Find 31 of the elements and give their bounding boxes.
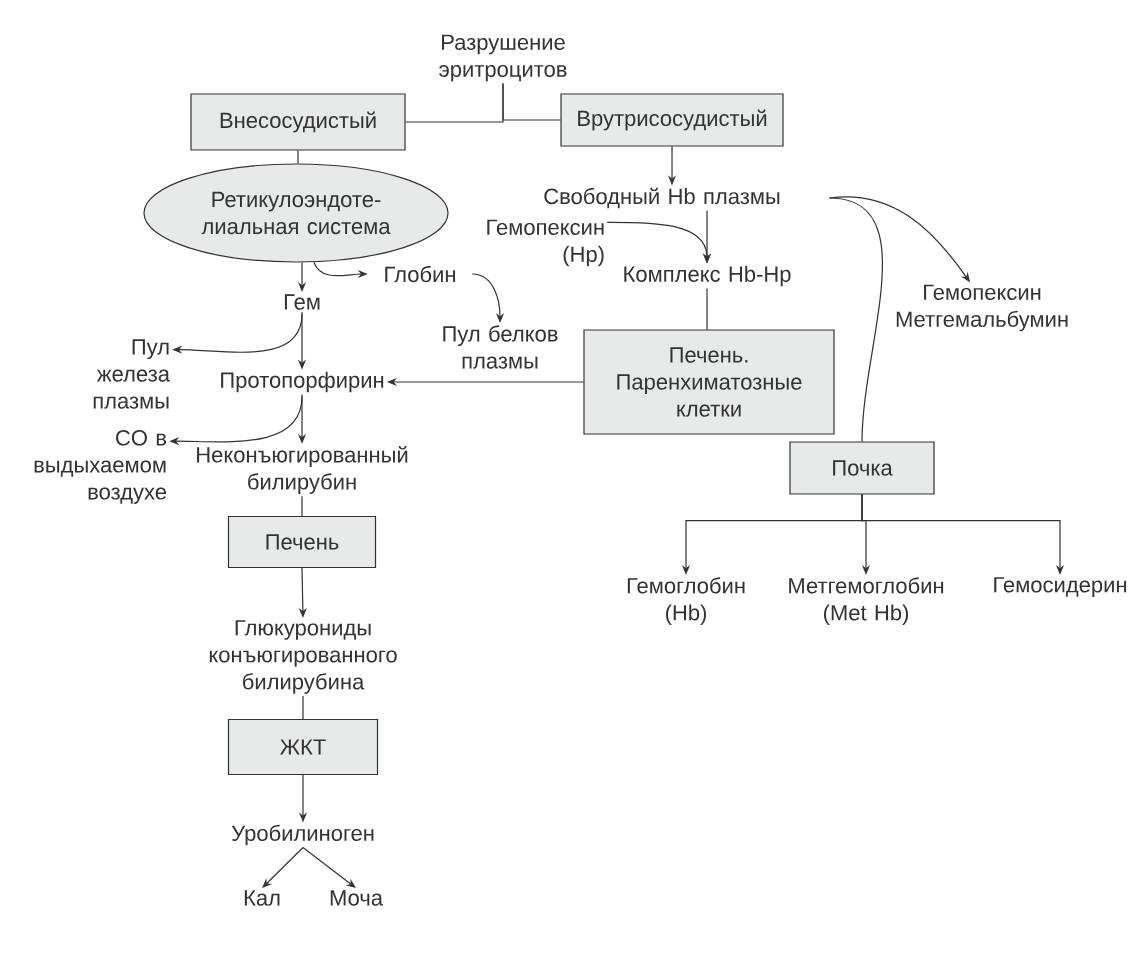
connector-line	[297, 150, 299, 164]
node-label: Моча	[330, 890, 384, 906]
node-label: Протопорфирин	[221, 371, 384, 393]
connector-line	[502, 82, 561, 121]
node-label: Гемопексин Метгемальбумин	[896, 284, 1068, 332]
process-box: Врутрисосудистый	[560, 93, 784, 147]
connector-line	[828, 197, 883, 442]
connector-line	[706, 287, 708, 330]
process-box: Печень	[227, 515, 377, 569]
process-box: ЖКТ	[227, 718, 379, 776]
node-label: Гемоглобин (Hb)	[627, 577, 745, 625]
node-label: Гемопексин (Hp)	[487, 219, 604, 267]
node-label: Неконъюгированный билирубин	[197, 446, 408, 494]
node-label: Пул железа плазмы	[93, 339, 170, 409]
process-box: Внесосудистый	[190, 93, 406, 151]
process-box: Почка	[789, 441, 935, 495]
node-label: Пул белков плазмы	[443, 325, 558, 369]
node-label: Разрушение эритроцитов	[439, 34, 567, 82]
connector-line	[302, 695, 304, 720]
node-label: CO в выдыхаемом воздухе	[34, 430, 167, 504]
node-label: Комплекс Hb-Hp	[624, 265, 791, 287]
node-label: Глобин	[385, 265, 455, 283]
node-label: Гемосидерин	[994, 577, 1127, 597]
connector-line	[301, 495, 303, 517]
node-label: Уробилиноген	[231, 824, 374, 846]
node-label: Глюкурониды конъюгированного билирубина	[209, 620, 397, 694]
node-label: Свободный Hb плазмы	[544, 187, 780, 209]
node-label: Метгемоглобин (Met Hb)	[789, 577, 944, 625]
node-label: Кал	[244, 890, 280, 906]
process-box: Печень. Паренхиматозные клетки	[583, 329, 835, 435]
node-label: Гем	[284, 294, 320, 310]
